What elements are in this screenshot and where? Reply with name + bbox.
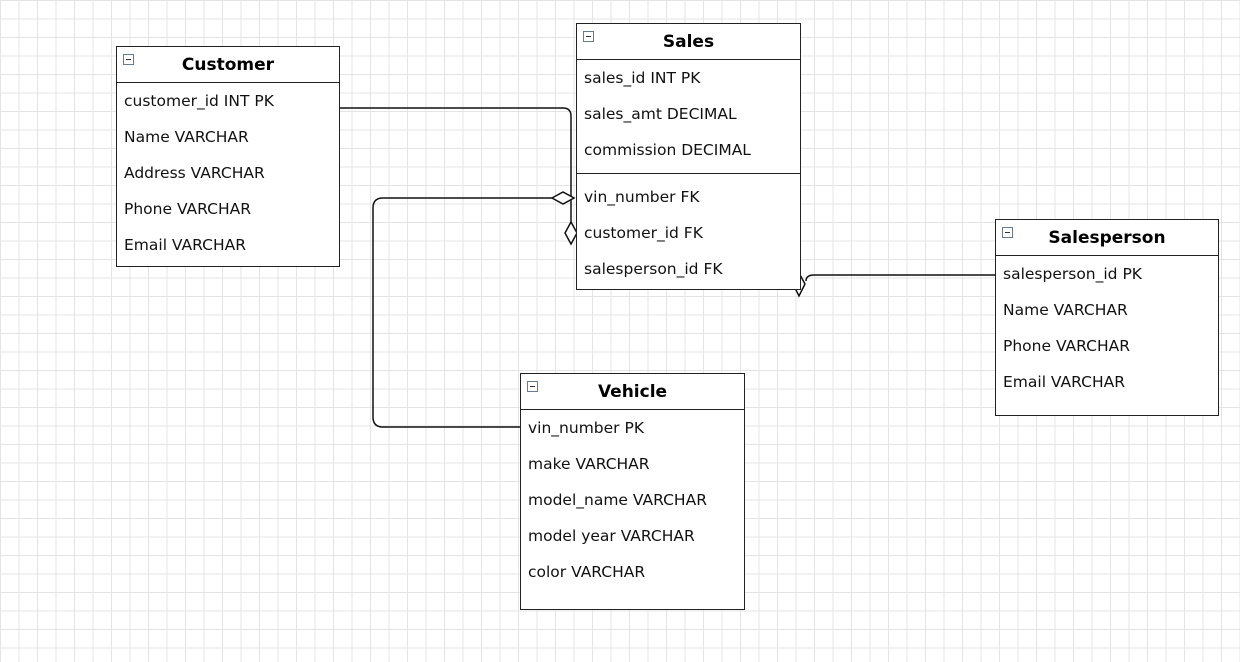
fk-field-row[interactable]: vin_number FK	[584, 188, 700, 206]
field-row[interactable]: model year VARCHAR	[528, 527, 695, 545]
entity-customer[interactable]: Customer customer_id INT PK Name VARCHAR…	[116, 46, 340, 267]
field-row[interactable]: sales_amt DECIMAL	[584, 105, 737, 123]
field-row[interactable]: salesperson_id PK	[1003, 265, 1142, 283]
field-row[interactable]: commission DECIMAL	[584, 141, 751, 159]
field-row[interactable]: color VARCHAR	[528, 563, 646, 581]
relationship-marker-diamond	[550, 191, 576, 205]
field-row[interactable]: vin_number PK	[528, 419, 644, 437]
field-row[interactable]: Phone VARCHAR	[124, 200, 252, 218]
entity-title: Salesperson	[1048, 228, 1166, 248]
entity-header: Customer	[117, 47, 339, 83]
field-row[interactable]: Name VARCHAR	[124, 128, 249, 146]
field-row[interactable]: Email VARCHAR	[124, 236, 246, 254]
entity-header: Vehicle	[521, 374, 744, 410]
field-row[interactable]: Address VARCHAR	[124, 164, 265, 182]
entity-title: Sales	[662, 32, 715, 52]
relationship-customer-sales[interactable]	[339, 107, 572, 222]
entity-header: Sales	[577, 24, 800, 60]
entity-title: Vehicle	[597, 382, 668, 402]
entity-vehicle[interactable]: Vehicle vin_number PK make VARCHAR model…	[520, 373, 745, 610]
fk-field-row[interactable]: salesperson_id FK	[584, 260, 723, 278]
field-row[interactable]: Name VARCHAR	[1003, 301, 1128, 319]
relationship-salesperson-sales[interactable]	[805, 274, 995, 282]
collapse-icon[interactable]	[1002, 227, 1013, 238]
field-row[interactable]: sales_id INT PK	[584, 69, 701, 87]
collapse-icon[interactable]	[527, 381, 538, 392]
entity-title: Customer	[181, 55, 275, 75]
entity-salesperson[interactable]: Salesperson salesperson_id PK Name VARCH…	[995, 219, 1219, 416]
collapse-icon[interactable]	[583, 31, 594, 42]
entity-header: Salesperson	[996, 220, 1218, 256]
field-row[interactable]: model_name VARCHAR	[528, 491, 707, 509]
section-divider	[577, 173, 800, 174]
collapse-icon[interactable]	[123, 54, 134, 65]
fk-field-row[interactable]: customer_id FK	[584, 224, 703, 242]
field-row[interactable]: make VARCHAR	[528, 455, 650, 473]
entity-sales[interactable]: Sales sales_id INT PK sales_amt DECIMAL …	[576, 23, 801, 290]
field-row[interactable]: customer_id INT PK	[124, 92, 274, 110]
field-row[interactable]: Email VARCHAR	[1003, 373, 1125, 391]
field-row[interactable]: Phone VARCHAR	[1003, 337, 1131, 355]
